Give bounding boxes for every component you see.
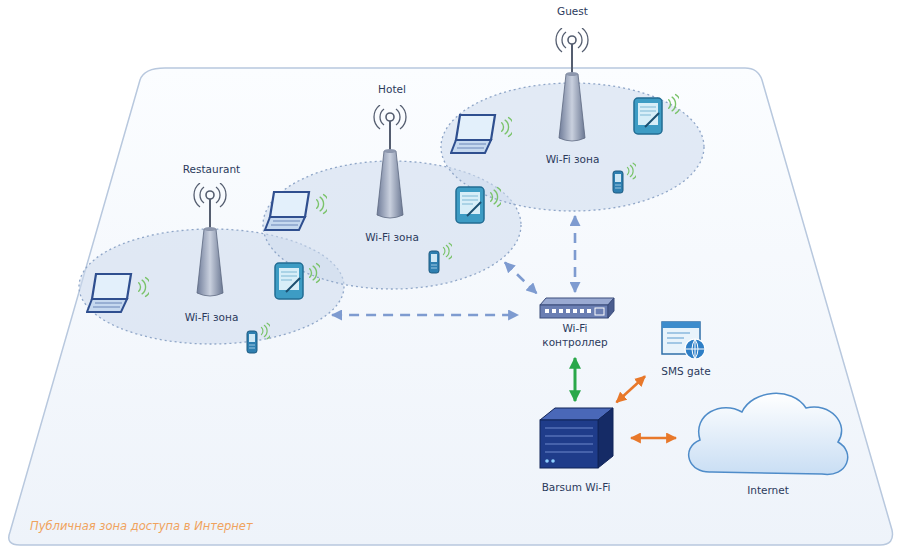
node-label: Internet [680,483,856,497]
switch-icon [540,298,614,318]
tablet-icon [634,98,662,134]
node-label: Wi-Fi зона [262,230,522,244]
node-label: Wi-Fi зона [78,310,345,324]
window-title-bar [662,322,700,328]
globe [685,339,705,359]
switch-ports [545,309,591,313]
node-label: Wi-Fi зона [440,152,705,166]
switch-top [540,298,614,305]
window-lines [667,333,690,343]
zone-heading: Guest [440,4,705,18]
zone-ellipse [441,83,704,211]
connector-arrow [631,437,676,440]
zone-heading: Restaurant [78,162,345,176]
server-icon [540,408,613,468]
platform-outline [9,68,893,545]
connector-arrow [574,358,577,401]
switch-front [540,305,608,318]
phone-icon [429,251,439,273]
area-caption: Публичная зона доступа в Интернет [30,519,450,533]
server-front [540,420,598,468]
tablet-icon [456,187,484,223]
globe-grid [685,339,705,359]
sms-gate-icon [662,322,705,359]
tablet-icon [275,263,303,299]
phone-icon [613,171,623,193]
server-led [551,459,555,463]
switch-port [595,308,604,315]
node-label: Barsum Wi-Fi [515,480,637,494]
server-led [545,459,549,463]
phone-icon [247,331,257,353]
zone-heading: Hotel [262,82,522,96]
node-label: Wi-Fi контроллер [535,321,615,349]
node-label: SMS gate [638,364,734,378]
server-bays [545,428,593,452]
